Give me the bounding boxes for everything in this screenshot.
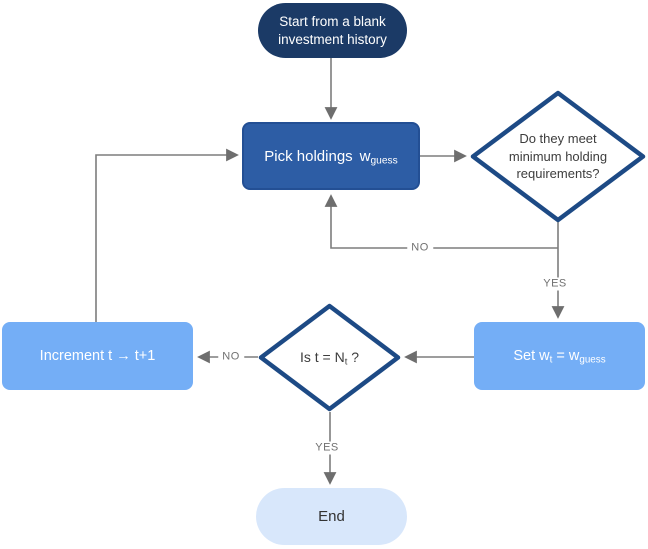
start-node-label: Start from a blank investment history: [278, 13, 387, 47]
end-node-label: End: [318, 508, 345, 525]
increment-label: Increment t → t+1: [39, 348, 156, 364]
edge-label-t-no: NO: [218, 350, 244, 364]
start-node: Start from a blank investment history: [258, 3, 407, 58]
increment-node: Increment t → t+1: [2, 322, 193, 390]
end-node: End: [256, 488, 407, 545]
set-weights-node: Set wt = wguess: [474, 322, 645, 390]
requirements-diamond-shape: [470, 90, 646, 223]
t-diamond-shape: [258, 303, 401, 412]
edge-label-requirements-yes: YES: [539, 277, 571, 291]
edge-label-t-yes: YES: [311, 441, 343, 455]
t-decision-node: Is t = Nt ?: [258, 303, 401, 412]
requirements-decision-label: Do they meet minimum holding requirement…: [508, 131, 608, 182]
edge-label-requirements-no: NO: [407, 241, 433, 255]
requirements-decision-node: Do they meet minimum holding requirement…: [470, 90, 646, 223]
t-decision-label: Is t = Nt ?: [299, 349, 360, 368]
set-weights-label: Set wt = wguess: [513, 348, 606, 366]
